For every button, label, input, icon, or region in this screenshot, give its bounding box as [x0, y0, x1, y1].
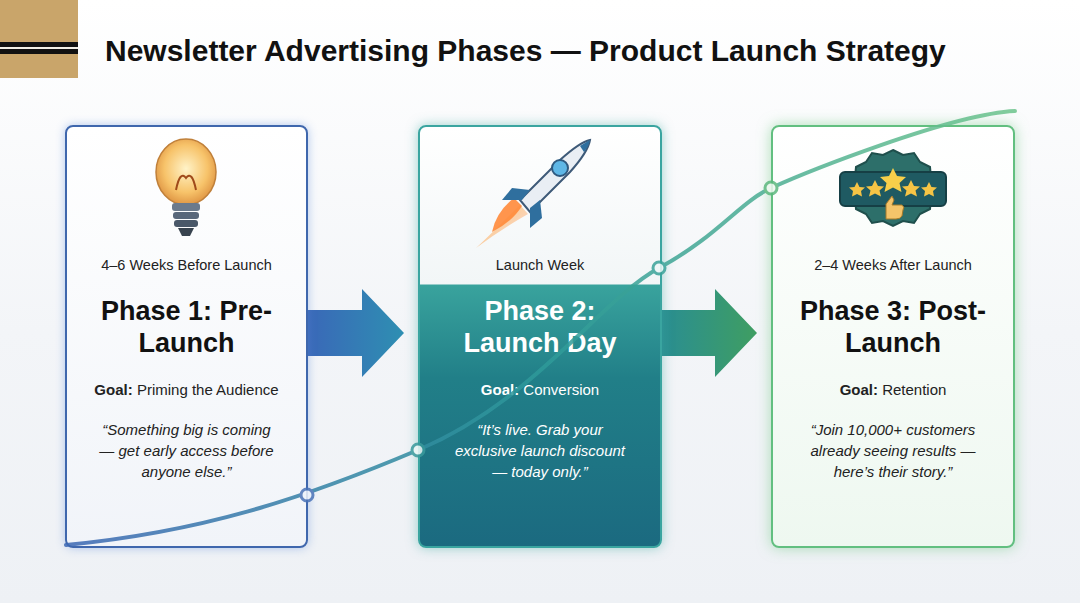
goal-text: Priming the Audience — [137, 381, 279, 398]
example-quote: “Join 10,000+ customers already seeing r… — [799, 419, 987, 482]
goal-text: Conversion — [523, 381, 599, 398]
timing-label: 4–6 Weeks Before Launch — [77, 257, 296, 273]
goal-line: Goal: Conversion — [430, 381, 650, 398]
flow-arrow — [662, 289, 757, 377]
timing-label: 2–4 Weeks After Launch — [783, 257, 1003, 273]
example-quote: “Something big is coming — get early acc… — [93, 419, 280, 482]
phase-card: 2–4 Weeks After LaunchPhase 3: Post-Laun… — [771, 125, 1015, 548]
phase-card: Launch WeekPhase 2: Launch DayGoal: Conv… — [418, 125, 662, 548]
goal-label: Goal: — [481, 381, 519, 398]
flow-arrow — [308, 289, 404, 377]
goal-line: Goal: Retention — [783, 381, 1003, 398]
phase-heading: Phase 3: Post-Launch — [795, 295, 991, 359]
logo-block — [0, 0, 78, 78]
phase-heading: Phase 1: Pre-Launch — [89, 295, 284, 359]
phase-card: 4–6 Weeks Before LaunchPhase 1: Pre-Laun… — [65, 125, 308, 548]
goal-label: Goal: — [94, 381, 132, 398]
goal-text: Retention — [882, 381, 946, 398]
diagram-title: Newsletter Advertising Phases — Product … — [105, 34, 1065, 68]
timing-label: Launch Week — [430, 257, 650, 273]
goal-line: Goal: Priming the Audience — [77, 381, 296, 398]
phase-heading: Phase 2: Launch Day — [442, 295, 638, 359]
goal-label: Goal: — [840, 381, 878, 398]
example-quote: “It’s live. Grab your exclusive launch d… — [446, 419, 634, 482]
